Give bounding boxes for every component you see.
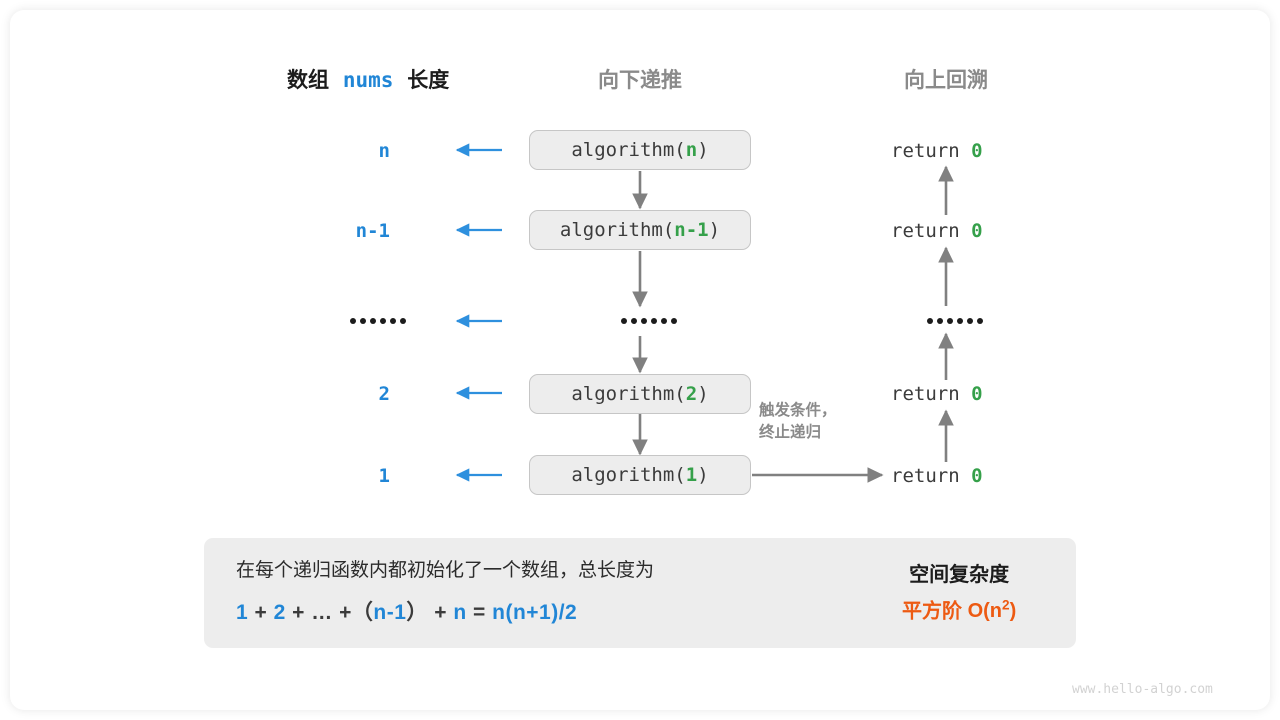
complexity-title: 空间复杂度 bbox=[909, 563, 1010, 586]
return-label-row-1: return 0 bbox=[891, 222, 983, 241]
summary-formula: 1 + 2 + … +（n-1） + n = n(n+1)/2 bbox=[236, 596, 836, 626]
ellipsis-call-row bbox=[621, 318, 677, 324]
formula-term-5: n bbox=[453, 600, 467, 624]
formula-right-paren: ） bbox=[406, 600, 428, 624]
return-keyword: return bbox=[891, 383, 972, 405]
call-arg: 1 bbox=[685, 464, 698, 486]
complexity-bigo-close: ) bbox=[1009, 600, 1017, 623]
termination-note-line-1: 触发条件， bbox=[759, 402, 837, 419]
summary-text-column: 在每个递归函数内都初始化了一个数组，总长度为 1 + 2 + … +（n-1） … bbox=[236, 560, 836, 626]
return-label-row-3: return 0 bbox=[891, 385, 983, 404]
call-arg: n bbox=[685, 139, 698, 161]
call-suffix: ) bbox=[697, 383, 709, 405]
return-value: 0 bbox=[971, 383, 983, 405]
call-prefix: algorithm( bbox=[571, 139, 686, 161]
call-prefix: algorithm( bbox=[571, 464, 686, 486]
return-keyword: return bbox=[891, 220, 972, 242]
watermark: www.hello-algo.com bbox=[1072, 682, 1213, 697]
complexity-bigo: O(n2) bbox=[967, 597, 1017, 623]
call-arg: n-1 bbox=[674, 219, 709, 241]
call-prefix: algorithm( bbox=[559, 219, 675, 241]
return-label-row-0: return 0 bbox=[891, 142, 983, 161]
call-box-row-1[interactable]: algorithm(n-1) bbox=[529, 210, 751, 250]
header-array-prefix: 数组 bbox=[287, 69, 329, 92]
return-label-row-4: return 0 bbox=[891, 467, 983, 486]
length-label-row-4: 1 bbox=[378, 465, 390, 487]
formula-term-2: 2 bbox=[273, 600, 286, 624]
complexity-bigo-open: O(n bbox=[967, 600, 1002, 623]
return-value: 0 bbox=[971, 220, 983, 242]
summary-complexity-column: 空间复杂度 平方阶 O(n2) bbox=[902, 565, 1016, 622]
call-box-row-3[interactable]: algorithm(2) bbox=[529, 374, 751, 414]
summary-description: 在每个递归函数内都初始化了一个数组，总长度为 bbox=[236, 560, 655, 582]
formula-result: n(n+1)/2 bbox=[492, 600, 578, 624]
call-suffix: ) bbox=[697, 139, 709, 161]
call-suffix: ) bbox=[708, 219, 721, 241]
call-arg: 2 bbox=[685, 383, 698, 405]
formula-ellipsis: … bbox=[311, 600, 333, 624]
termination-note: 触发条件， 终止递归 bbox=[759, 400, 837, 445]
return-value: 0 bbox=[971, 465, 983, 487]
complexity-exponent: 2 bbox=[1002, 597, 1010, 613]
call-suffix: ) bbox=[697, 464, 709, 486]
formula-op-3: + bbox=[339, 600, 352, 624]
termination-note-line-2: 终止递归 bbox=[759, 424, 822, 442]
formula-left-paren: （ bbox=[351, 600, 374, 624]
return-keyword: return bbox=[891, 465, 972, 487]
call-prefix: algorithm( bbox=[571, 383, 686, 405]
formula-term-1: 1 bbox=[236, 600, 249, 624]
return-value: 0 bbox=[971, 140, 983, 162]
header-array-suffix: 长度 bbox=[407, 69, 450, 92]
formula-term-4: n-1 bbox=[373, 600, 407, 624]
ellipsis-length-row bbox=[350, 318, 406, 324]
call-box-row-0[interactable]: algorithm(n) bbox=[529, 130, 751, 170]
header-recurse-down: 向下递推 bbox=[598, 69, 682, 92]
formula-op-1: + bbox=[254, 600, 268, 624]
ellipsis-return-row bbox=[927, 318, 983, 324]
header-array-length: 数组 nums 长度 bbox=[287, 68, 450, 92]
header-array-code: nums bbox=[342, 68, 394, 92]
length-label-row-0: n bbox=[378, 140, 390, 162]
formula-equals: = bbox=[473, 600, 486, 624]
summary-panel: 在每个递归函数内都初始化了一个数组，总长度为 1 + 2 + … +（n-1） … bbox=[204, 538, 1076, 648]
blue-length-arrows bbox=[455, 143, 502, 482]
formula-op-4: + bbox=[434, 600, 447, 624]
header-backtrack-up: 向上回溯 bbox=[904, 69, 988, 92]
complexity-order-name: 平方阶 bbox=[902, 600, 962, 623]
formula-op-2: + bbox=[292, 600, 305, 624]
call-box-row-4[interactable]: algorithm(1) bbox=[529, 455, 751, 495]
return-keyword: return bbox=[891, 140, 972, 162]
complexity-value: 平方阶 O(n2) bbox=[902, 597, 1017, 623]
length-label-row-1: n-1 bbox=[355, 220, 390, 242]
diagram-canvas: 数组 nums 长度 向下递推 向上回溯 bbox=[10, 10, 1270, 710]
length-label-row-3: 2 bbox=[378, 383, 390, 405]
